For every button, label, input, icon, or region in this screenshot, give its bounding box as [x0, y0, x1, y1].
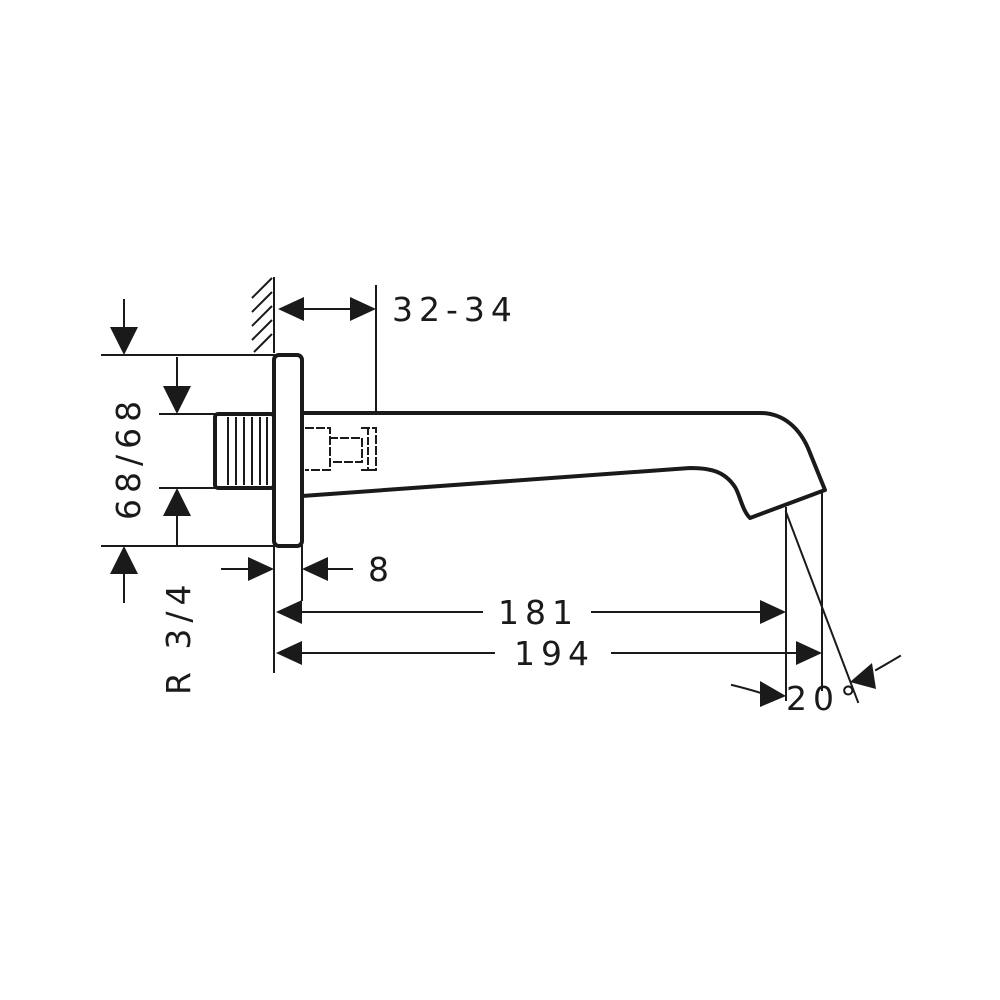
wall-rosette [272, 353, 304, 548]
dim-label-angle: 20° [786, 679, 863, 718]
threaded-connector [213, 412, 276, 490]
dim-label-total-length: 194 [514, 634, 595, 673]
dim-label-outlet-distance: 181 [498, 593, 579, 632]
dim-label-thread: R 3/4 [159, 578, 198, 695]
dim-label-height: 68/68 [109, 395, 148, 520]
dim-height-outer [110, 299, 138, 603]
dim-flange: 8 [221, 545, 395, 673]
dim-outlet-distance: 181 [276, 593, 786, 632]
dim-wall-depth: 32-34 [278, 285, 518, 414]
dim-total-length: 194 [276, 634, 822, 673]
hidden-fastener [305, 427, 377, 471]
vertical-extension-lines [101, 354, 275, 547]
wall-hatching [251, 277, 275, 353]
outlet-extension-lines [785, 493, 823, 701]
spout-body [301, 411, 827, 520]
dim-height-inner [163, 357, 191, 547]
dim-label-flange: 8 [368, 550, 395, 589]
dim-label-wall-depth: 32-34 [392, 290, 518, 329]
dim-angle: 20° [730, 510, 902, 718]
